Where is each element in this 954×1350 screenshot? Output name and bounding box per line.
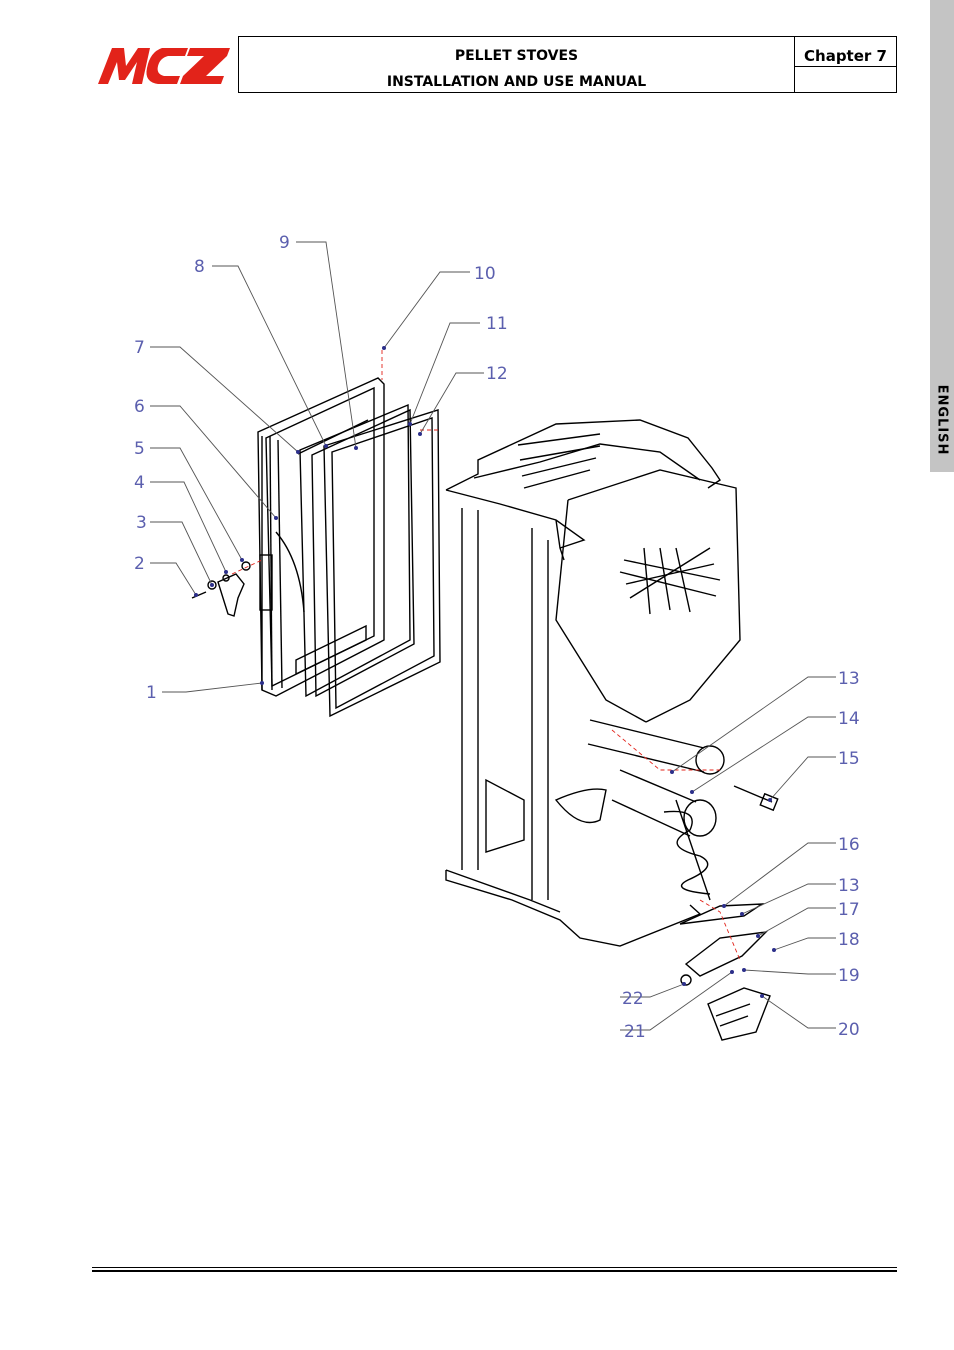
callout-17: 17 <box>838 900 860 920</box>
stove-top <box>445 419 721 491</box>
callout-18: 18 <box>838 930 860 950</box>
chapter-label: Chapter 7 <box>795 37 896 67</box>
gasket-frame <box>299 403 411 698</box>
header-box: PELLET STOVES INSTALLATION AND USE MANUA… <box>238 36 897 93</box>
callout-3: 3 <box>136 513 147 533</box>
callout-14: 14 <box>838 709 860 729</box>
footer-rule <box>92 1267 897 1268</box>
title-line-1: PELLET STOVES <box>454 48 579 64</box>
title-line-2: INSTALLATION AND USE MANUAL <box>386 74 647 90</box>
exploded-parts-drawing: 1 2 3 4 5 6 7 8 9 10 11 12 13 14 15 16 1… <box>134 233 860 1042</box>
callout-22: 22 <box>622 989 644 1009</box>
callout-13b: 13 <box>838 876 860 896</box>
callout-2: 2 <box>134 554 145 574</box>
footer-rule-thick <box>92 1270 897 1272</box>
leader-lines <box>150 241 836 1031</box>
feed-tube <box>587 719 705 773</box>
callout-8: 8 <box>194 257 205 277</box>
callout-6: 6 <box>134 397 145 417</box>
callout-1: 1 <box>146 683 157 703</box>
door-latch <box>259 554 273 611</box>
callout-13a: 13 <box>838 669 860 689</box>
gear-motor <box>707 987 771 1041</box>
callout-9: 9 <box>279 233 290 253</box>
motor-bracket <box>684 931 768 977</box>
callout-5: 5 <box>134 439 145 459</box>
handle-rod <box>275 531 305 613</box>
callout-7: 7 <box>134 338 145 358</box>
callout-11: 11 <box>486 314 508 334</box>
alignment-lines <box>231 350 741 961</box>
stove-base <box>445 870 702 947</box>
line-art <box>191 377 779 1041</box>
callout-19: 19 <box>838 966 860 986</box>
language-tab: ENGLISH <box>930 0 954 472</box>
door-handle <box>217 573 245 617</box>
callout-10: 10 <box>474 264 496 284</box>
callout-16: 16 <box>838 835 860 855</box>
callout-12: 12 <box>486 364 508 384</box>
mcz-logo <box>98 48 230 84</box>
header-title: PELLET STOVES INSTALLATION AND USE MANUA… <box>239 37 795 92</box>
glass-panel <box>323 409 441 718</box>
callout-15: 15 <box>838 749 860 769</box>
auger <box>675 799 711 901</box>
callout-20: 20 <box>838 1020 860 1040</box>
callout-4: 4 <box>134 473 145 493</box>
callout-numbers: 1 2 3 4 5 6 7 8 9 10 11 12 13 14 15 16 1… <box>134 233 860 1042</box>
hopper <box>567 469 741 723</box>
part-markers <box>194 346 776 998</box>
callout-21: 21 <box>624 1022 646 1042</box>
